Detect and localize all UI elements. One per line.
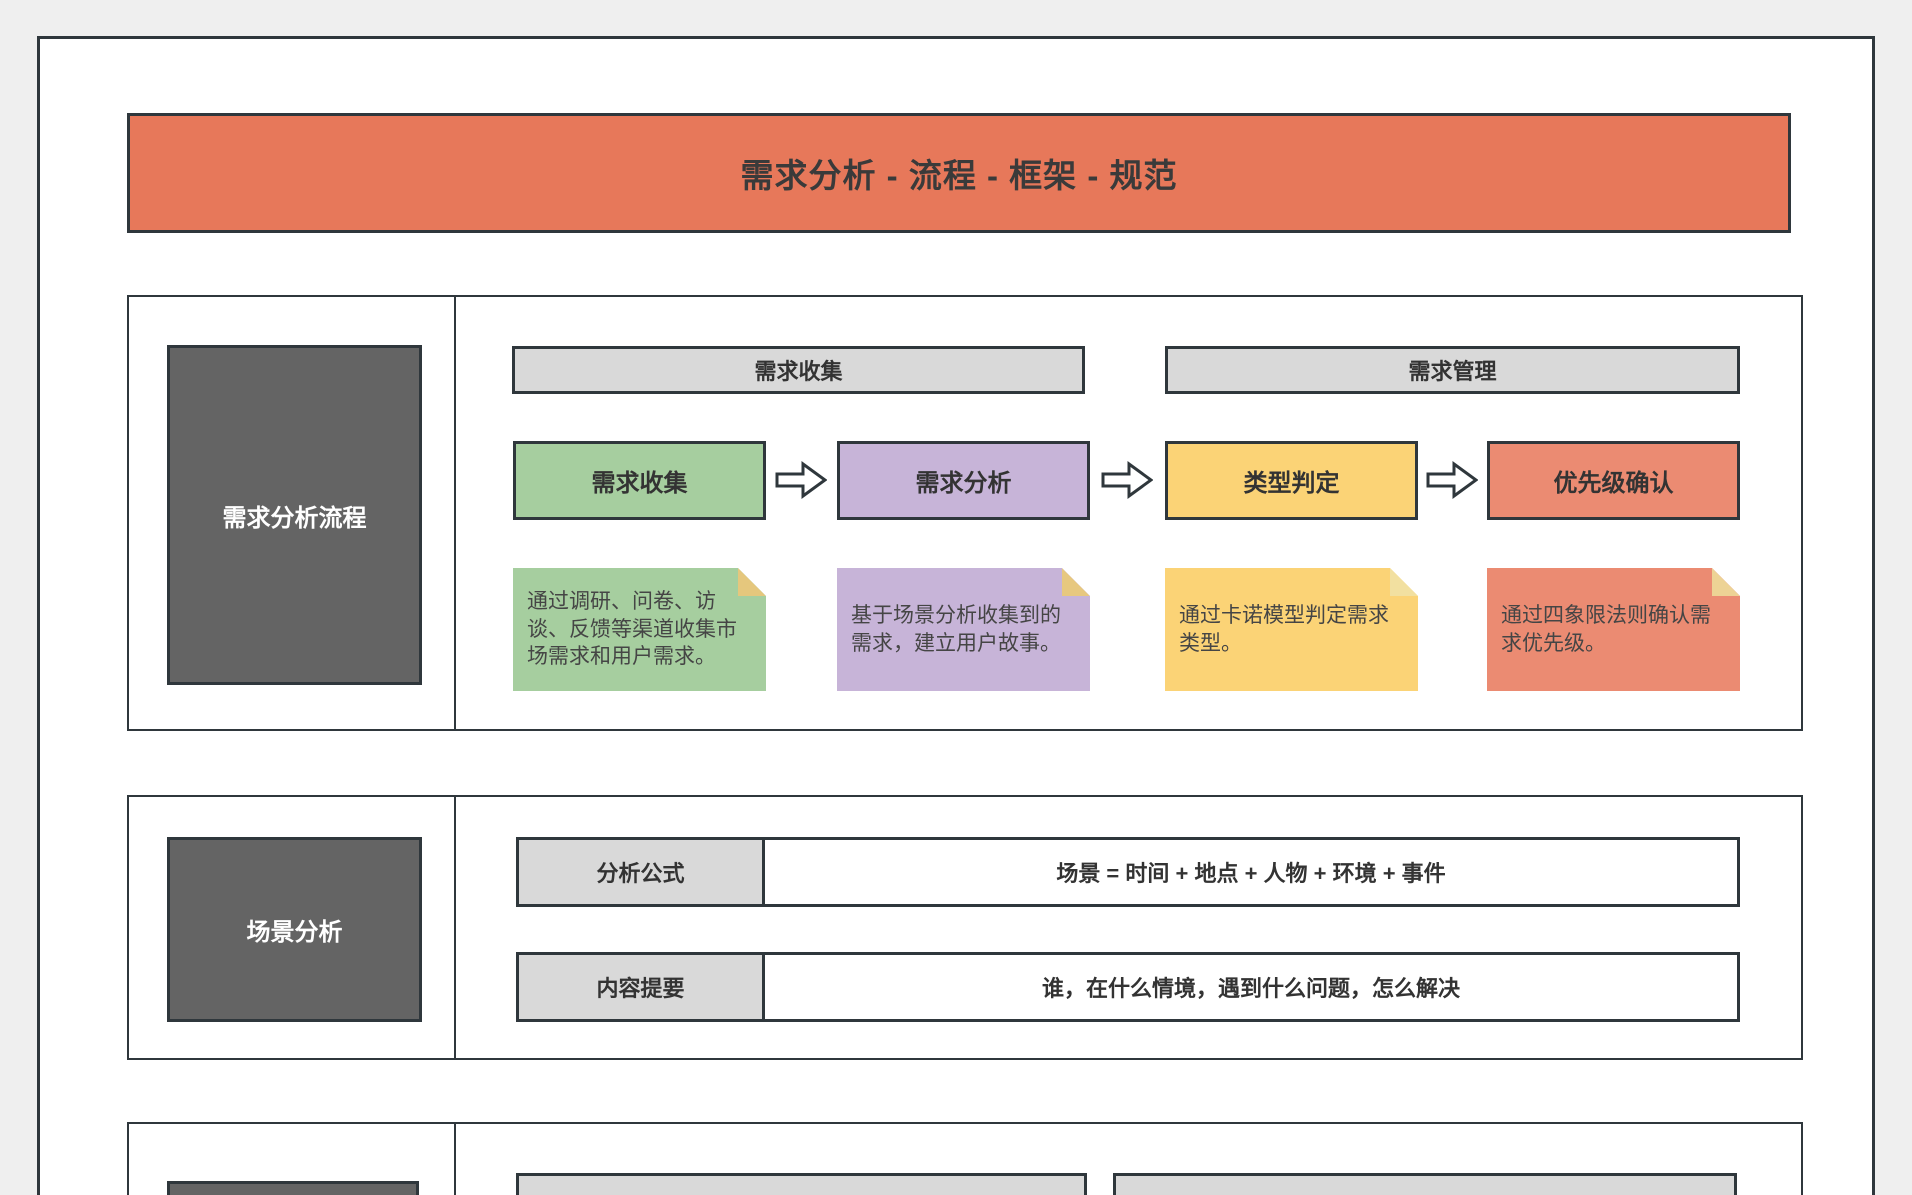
flow-arrow-icon xyxy=(775,461,827,499)
title-banner: 需求分析 - 流程 - 框架 - 规范 xyxy=(127,113,1791,233)
page-frame: 需求分析 - 流程 - 框架 - 规范 需求分析流程 需求收集 需求管理 需求收… xyxy=(37,36,1875,1195)
section-label: 场景分析 xyxy=(246,919,343,946)
sticky-note: 通过调研、问卷、访谈、反馈等渠道收集市场需求和用户需求。 xyxy=(513,568,766,691)
note-text: 基于场景分析收集到的需求，建立用户故事。 xyxy=(851,603,1061,655)
section-label: 需求分析流程 xyxy=(222,504,367,532)
divider-line xyxy=(454,297,456,729)
row-content-cell: 谁，在什么情境，遇到什么问题，怎么解决 xyxy=(765,955,1737,1019)
group-header-bar xyxy=(1113,1173,1737,1195)
divider-line xyxy=(454,1124,456,1195)
note-fold-icon xyxy=(738,568,766,596)
group-header-label: 需求收集 xyxy=(754,359,843,384)
section-partial xyxy=(127,1122,1803,1195)
step-label: 优先级确认 xyxy=(1553,470,1674,497)
note-text: 通过调研、问卷、访谈、反馈等渠道收集市场需求和用户需求。 xyxy=(527,589,737,669)
sticky-note: 通过卡诺模型判定需求类型。 xyxy=(1165,568,1418,691)
group-header-bar: 需求管理 xyxy=(1165,346,1740,394)
note-fold-icon xyxy=(1390,568,1418,596)
step-box: 需求收集 xyxy=(513,441,766,520)
page-title: 需求分析 - 流程 - 框架 - 规范 xyxy=(740,157,1178,194)
note-text: 通过卡诺模型判定需求类型。 xyxy=(1179,603,1389,655)
flow-arrow-icon xyxy=(1426,461,1478,499)
summary-row: 内容提要 谁，在什么情境，遇到什么问题，怎么解决 xyxy=(516,952,1740,1022)
row-content: 谁，在什么情境，遇到什么问题，怎么解决 xyxy=(1041,976,1460,1001)
step-label: 类型判定 xyxy=(1243,470,1340,497)
divider-line xyxy=(454,797,456,1058)
group-header-bar xyxy=(516,1173,1087,1195)
row-label: 分析公式 xyxy=(596,861,685,886)
section-label-box xyxy=(167,1181,419,1195)
section-label-box: 场景分析 xyxy=(167,837,422,1022)
step-label: 需求分析 xyxy=(915,470,1012,497)
sticky-note: 通过四象限法则确认需求优先级。 xyxy=(1487,568,1740,691)
group-header-bar: 需求收集 xyxy=(512,346,1085,394)
row-label: 内容提要 xyxy=(596,976,685,1001)
group-header-label: 需求管理 xyxy=(1408,359,1497,384)
row-content-cell: 场景 = 时间 + 地点 + 人物 + 环境 + 事件 xyxy=(765,840,1737,904)
step-box: 优先级确认 xyxy=(1487,441,1740,520)
row-label-cell: 分析公式 xyxy=(519,840,765,904)
section-label-box: 需求分析流程 xyxy=(167,345,422,685)
step-box: 类型判定 xyxy=(1165,441,1418,520)
step-label: 需求收集 xyxy=(591,470,688,497)
sticky-note: 基于场景分析收集到的需求，建立用户故事。 xyxy=(837,568,1090,691)
section-process: 需求分析流程 需求收集 需求管理 需求收集 需求分析 类型判定 优先级确认 xyxy=(127,295,1803,731)
step-box: 需求分析 xyxy=(837,441,1090,520)
note-fold-icon xyxy=(1062,568,1090,596)
section-scene: 场景分析 分析公式 场景 = 时间 + 地点 + 人物 + 环境 + 事件 内容… xyxy=(127,795,1803,1060)
note-fold-icon xyxy=(1712,568,1740,596)
note-text: 通过四象限法则确认需求优先级。 xyxy=(1501,603,1711,655)
row-label-cell: 内容提要 xyxy=(519,955,765,1019)
formula-row: 分析公式 场景 = 时间 + 地点 + 人物 + 环境 + 事件 xyxy=(516,837,1740,907)
flow-arrow-icon xyxy=(1101,461,1153,499)
row-content: 场景 = 时间 + 地点 + 人物 + 环境 + 事件 xyxy=(1056,861,1446,886)
